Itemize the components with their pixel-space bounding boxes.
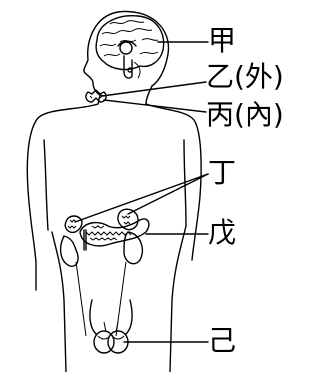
label-wu: 戊 (208, 218, 236, 248)
label-ji: 己 (208, 326, 236, 356)
label-bing: 丙(內) (206, 100, 284, 130)
kidneys-icon (61, 232, 143, 336)
label-yi: 乙(外) (206, 62, 284, 92)
hips-right (170, 226, 186, 372)
leader-line-ding-a (75, 174, 208, 222)
head-outline (84, 12, 118, 96)
pancreas-icon (80, 219, 149, 250)
label-jia: 甲 (208, 26, 236, 56)
testes-icon (90, 300, 132, 353)
label-ding: 丁 (208, 158, 236, 188)
hips (52, 232, 66, 372)
brain-icon (96, 16, 163, 78)
leader-line-ding-b (128, 174, 208, 214)
torso-left (27, 104, 98, 290)
leader-line-bing (104, 100, 206, 112)
left-arm-inner (44, 140, 48, 230)
